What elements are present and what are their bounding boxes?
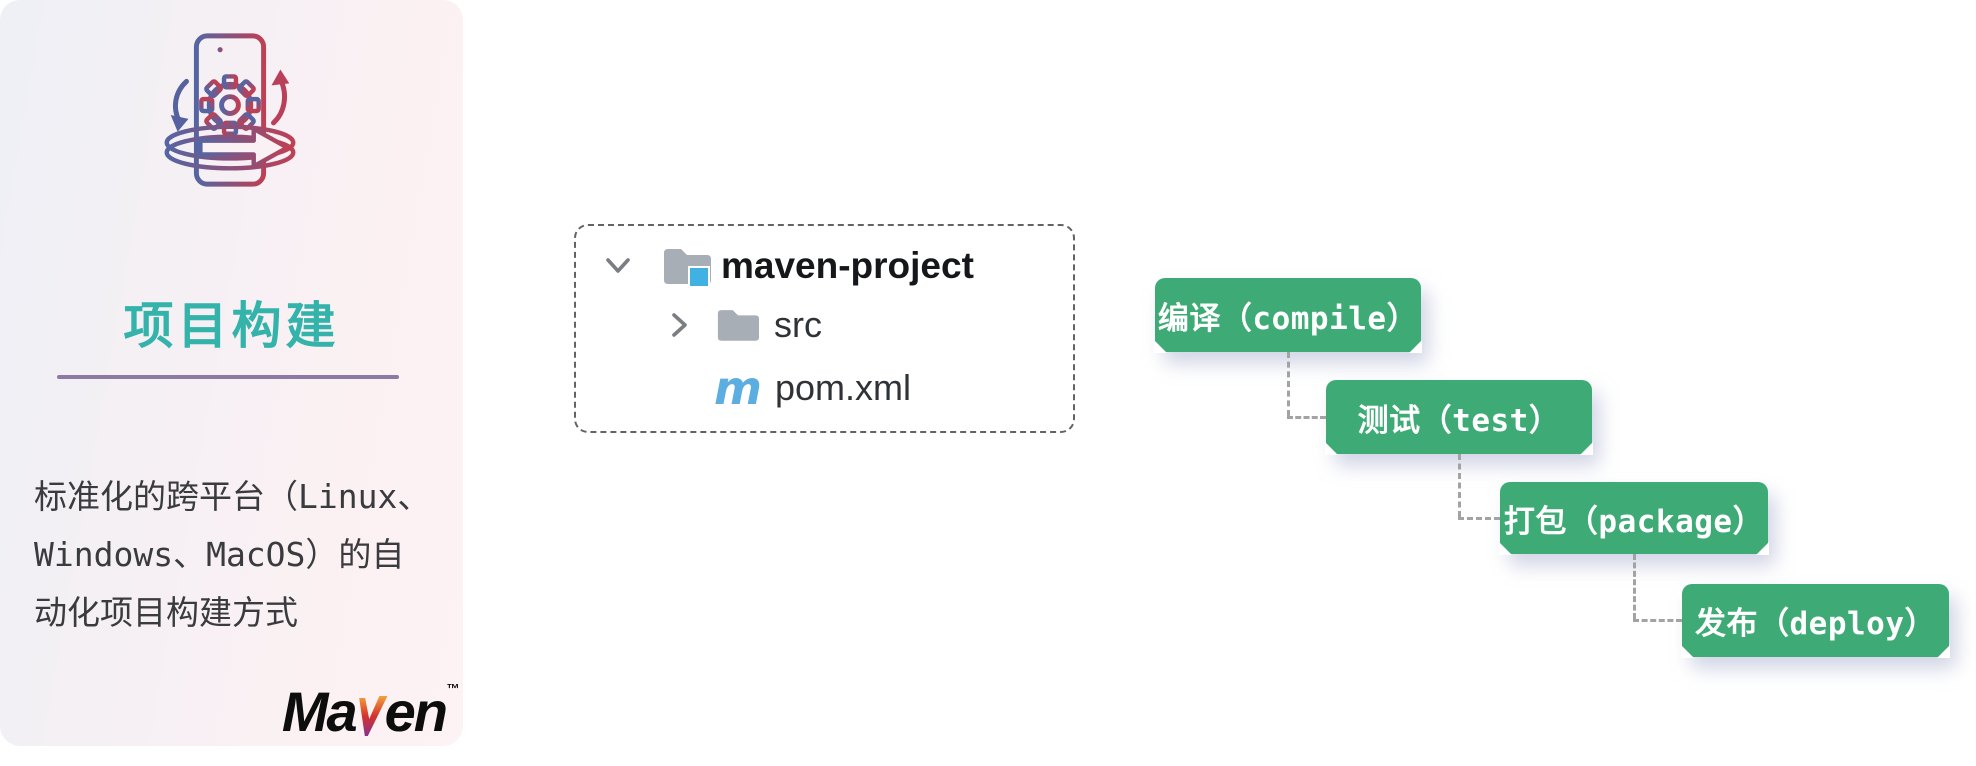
project-structure-box [574, 224, 1075, 433]
tree-item-label[interactable]: maven-project [721, 245, 974, 286]
chevron-down-icon[interactable] [603, 255, 633, 277]
module-folder-icon [664, 249, 711, 288]
description-line: Windows、MacOS）的自 [34, 535, 405, 574]
title-divider [57, 375, 399, 379]
chevron-right-icon[interactable] [668, 310, 690, 340]
tree-item-label[interactable]: src [774, 304, 822, 345]
folder-icon [717, 310, 759, 341]
maven-logo-prefix: Ma [281, 680, 358, 743]
connector-compile-test-horizontal [1287, 416, 1326, 419]
connector-compile-test-vertical [1287, 352, 1290, 416]
tree-row-src[interactable]: src [668, 302, 822, 348]
step-deploy[interactable]: 发布（deploy） [1681, 584, 1950, 658]
tree-item-label[interactable]: pom.xml [774, 367, 911, 408]
tree-row-maven-project[interactable]: maven-project [603, 240, 974, 292]
page-title: 项目构建 [123, 298, 340, 354]
step-compile[interactable]: 编译（compile） [1154, 278, 1422, 353]
connector-test-package-vertical [1458, 454, 1461, 517]
maven-logo: Ma en ™ [282, 680, 459, 740]
description-line: 标准化的跨平台（Linux、 [34, 477, 431, 516]
connector-package-deploy-horizontal [1633, 619, 1682, 622]
maven-m-icon: m [714, 361, 762, 415]
connector-package-deploy-vertical [1633, 554, 1636, 619]
sidebar-card: 项目构建 标准化的跨平台（Linux、 Windows、MacOS）的自 动化项… [0, 0, 463, 746]
trademark-symbol: ™ [446, 681, 459, 696]
step-test[interactable]: 测试（test） [1325, 380, 1593, 455]
maven-feather-v-icon [358, 696, 388, 736]
connector-test-package-horizontal [1458, 517, 1500, 520]
step-package[interactable]: 打包（package） [1499, 482, 1769, 555]
phone-build-cycle-icon [164, 33, 296, 187]
tree-row-pom-xml[interactable]: m pom.xml [714, 364, 911, 412]
description-line: 动化项目构建方式 [34, 593, 298, 632]
maven-logo-suffix: en [384, 680, 448, 743]
description-text: 标准化的跨平台（Linux、 Windows、MacOS）的自 动化项目构建方式 [34, 468, 448, 642]
